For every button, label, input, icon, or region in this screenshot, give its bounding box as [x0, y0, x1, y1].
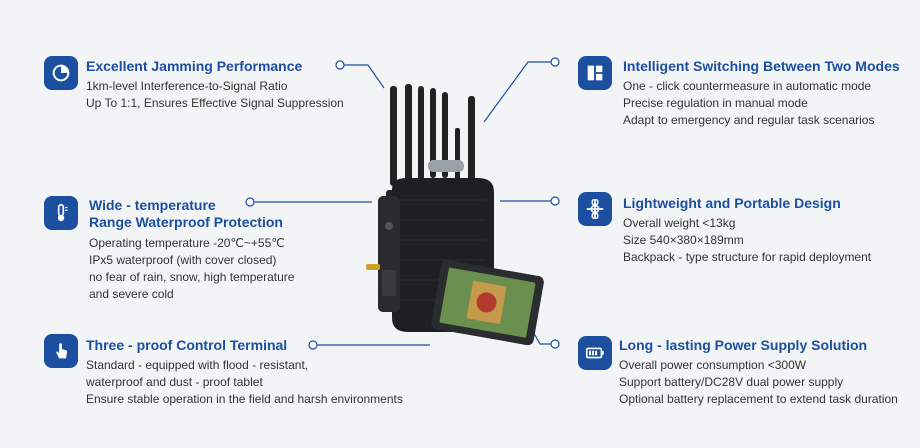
target-chart-icon — [44, 56, 78, 90]
connector-dot — [245, 197, 255, 207]
feature-line: Standard - equipped with flood - resista… — [86, 358, 309, 372]
feature-line: One - click countermeasure in automatic … — [623, 79, 872, 93]
feature-line: Ensure stable operation in the field and… — [86, 392, 403, 406]
feature-title: Lightweight and Portable Design — [623, 195, 841, 211]
feature-title: Long - lasting Power Supply Solution — [619, 337, 868, 353]
feature-title-line1: Wide - temperature — [89, 197, 216, 213]
feature-line: and severe cold — [89, 287, 174, 301]
feature-line: waterproof and dust - proof tablet — [86, 375, 263, 389]
feature-line: Overall power consumption <300W — [619, 358, 807, 372]
feature-line: IPx5 waterproof (with cover closed) — [89, 253, 277, 267]
battery-icon — [578, 336, 612, 370]
thermometer-icon — [44, 196, 78, 230]
feature-line: Adapt to emergency and regular task scen… — [623, 113, 875, 127]
connector-dot — [308, 340, 318, 350]
connector-dot — [550, 57, 560, 67]
feature-line: Overall weight <13kg — [623, 216, 736, 230]
feature-title: Excellent Jamming Performance — [86, 58, 303, 74]
feature-line: Up To 1:1, Ensures Effective Signal Supp… — [86, 96, 344, 110]
feature-title: Intelligent Switching Between Two Modes — [623, 58, 900, 74]
feature-line: no fear of rain, snow, high temperature — [89, 270, 295, 284]
feature-line: Operating temperature -20℃~+55℃ — [89, 236, 285, 250]
layout-icon — [578, 56, 612, 90]
connector-dot — [335, 60, 345, 70]
connector-dot — [550, 339, 560, 349]
feature-line: Size 540×380×189mm — [623, 233, 744, 247]
feature-line: Backpack - type structure for rapid depl… — [623, 250, 872, 264]
feature-line: Support battery/DC28V dual power supply — [619, 375, 844, 389]
touch-hand-icon — [44, 334, 78, 368]
feature-title: Three - proof Control Terminal — [86, 337, 288, 353]
feature-line: Precise regulation in manual mode — [623, 96, 808, 110]
feature-line: 1km-level Interference-to-Signal Ratio — [86, 79, 288, 93]
move-arrows-icon — [578, 192, 612, 226]
feature-title-line2: Range Waterproof Protection — [89, 214, 283, 230]
connector-dot — [550, 196, 560, 206]
feature-line: Optional battery replacement to extend t… — [619, 392, 898, 406]
